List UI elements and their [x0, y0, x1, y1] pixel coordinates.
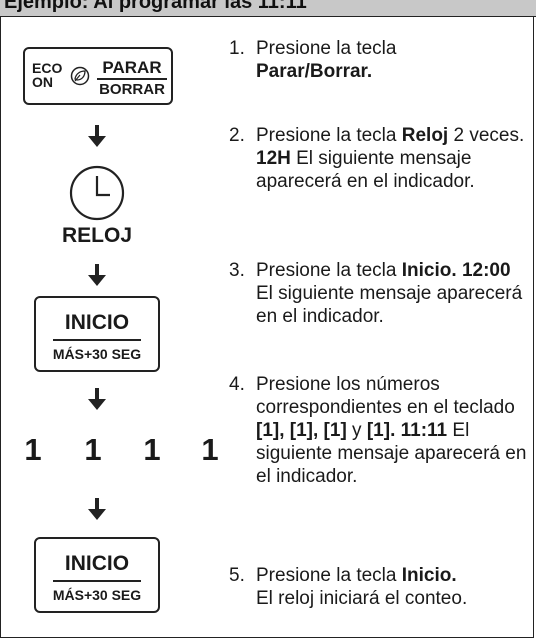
stop-clear-key[interactable]: ECO ON PARAR BORRAR [23, 47, 173, 105]
arrow-down-icon [88, 264, 106, 286]
page-title: Ejemplo: Al programar las 11:11 [4, 0, 307, 13]
step-number: 3. [229, 260, 245, 281]
digit-key[interactable]: 1 [143, 432, 161, 467]
arrow-down-icon [88, 388, 106, 410]
step-4: 4. Presione los números correspondientes… [229, 374, 527, 487]
step-number: 1. [229, 38, 245, 59]
eco-on-label: ECO ON [32, 60, 63, 90]
step-number: 2. [229, 125, 245, 146]
reloj-label: RELOJ [61, 224, 132, 247]
eco-leaf-icon [70, 66, 90, 86]
mas-30-seg-label: MÁS+30 SEG [52, 346, 142, 362]
step-3: 3. Presione la tecla Inicio. 12:00 El si… [229, 260, 523, 327]
arrow-down-icon [88, 498, 106, 520]
step-number: 4. [229, 374, 245, 395]
digit-key[interactable]: 1 [201, 432, 219, 467]
key-divider [97, 78, 167, 80]
parar-label: PARAR [102, 58, 162, 77]
inicio-key[interactable]: INICIO MÁS+30 SEG [34, 537, 160, 613]
mas-30-seg-label: MÁS+30 SEG [52, 587, 142, 603]
step-number: 5. [229, 565, 245, 586]
inicio-key[interactable]: INICIO MÁS+30 SEG [34, 296, 160, 372]
header-bar: Ejemplo: Al programar las 11:11 [0, 0, 536, 17]
key-divider [53, 580, 141, 582]
step-5: 5. Presione la tecla Inicio.El reloj ini… [229, 565, 468, 609]
clock-icon[interactable] [68, 164, 126, 222]
step-2: 2. Presione la tecla Reloj 2 veces. 12H … [229, 125, 525, 192]
borrar-label: BORRAR [99, 81, 165, 98]
digit-key[interactable]: 1 [24, 432, 42, 467]
inicio-label: INICIO [64, 311, 130, 334]
digit-key[interactable]: 1 [84, 432, 102, 467]
key-divider [53, 339, 141, 341]
arrow-down-icon [88, 125, 106, 147]
inicio-label: INICIO [64, 552, 130, 575]
